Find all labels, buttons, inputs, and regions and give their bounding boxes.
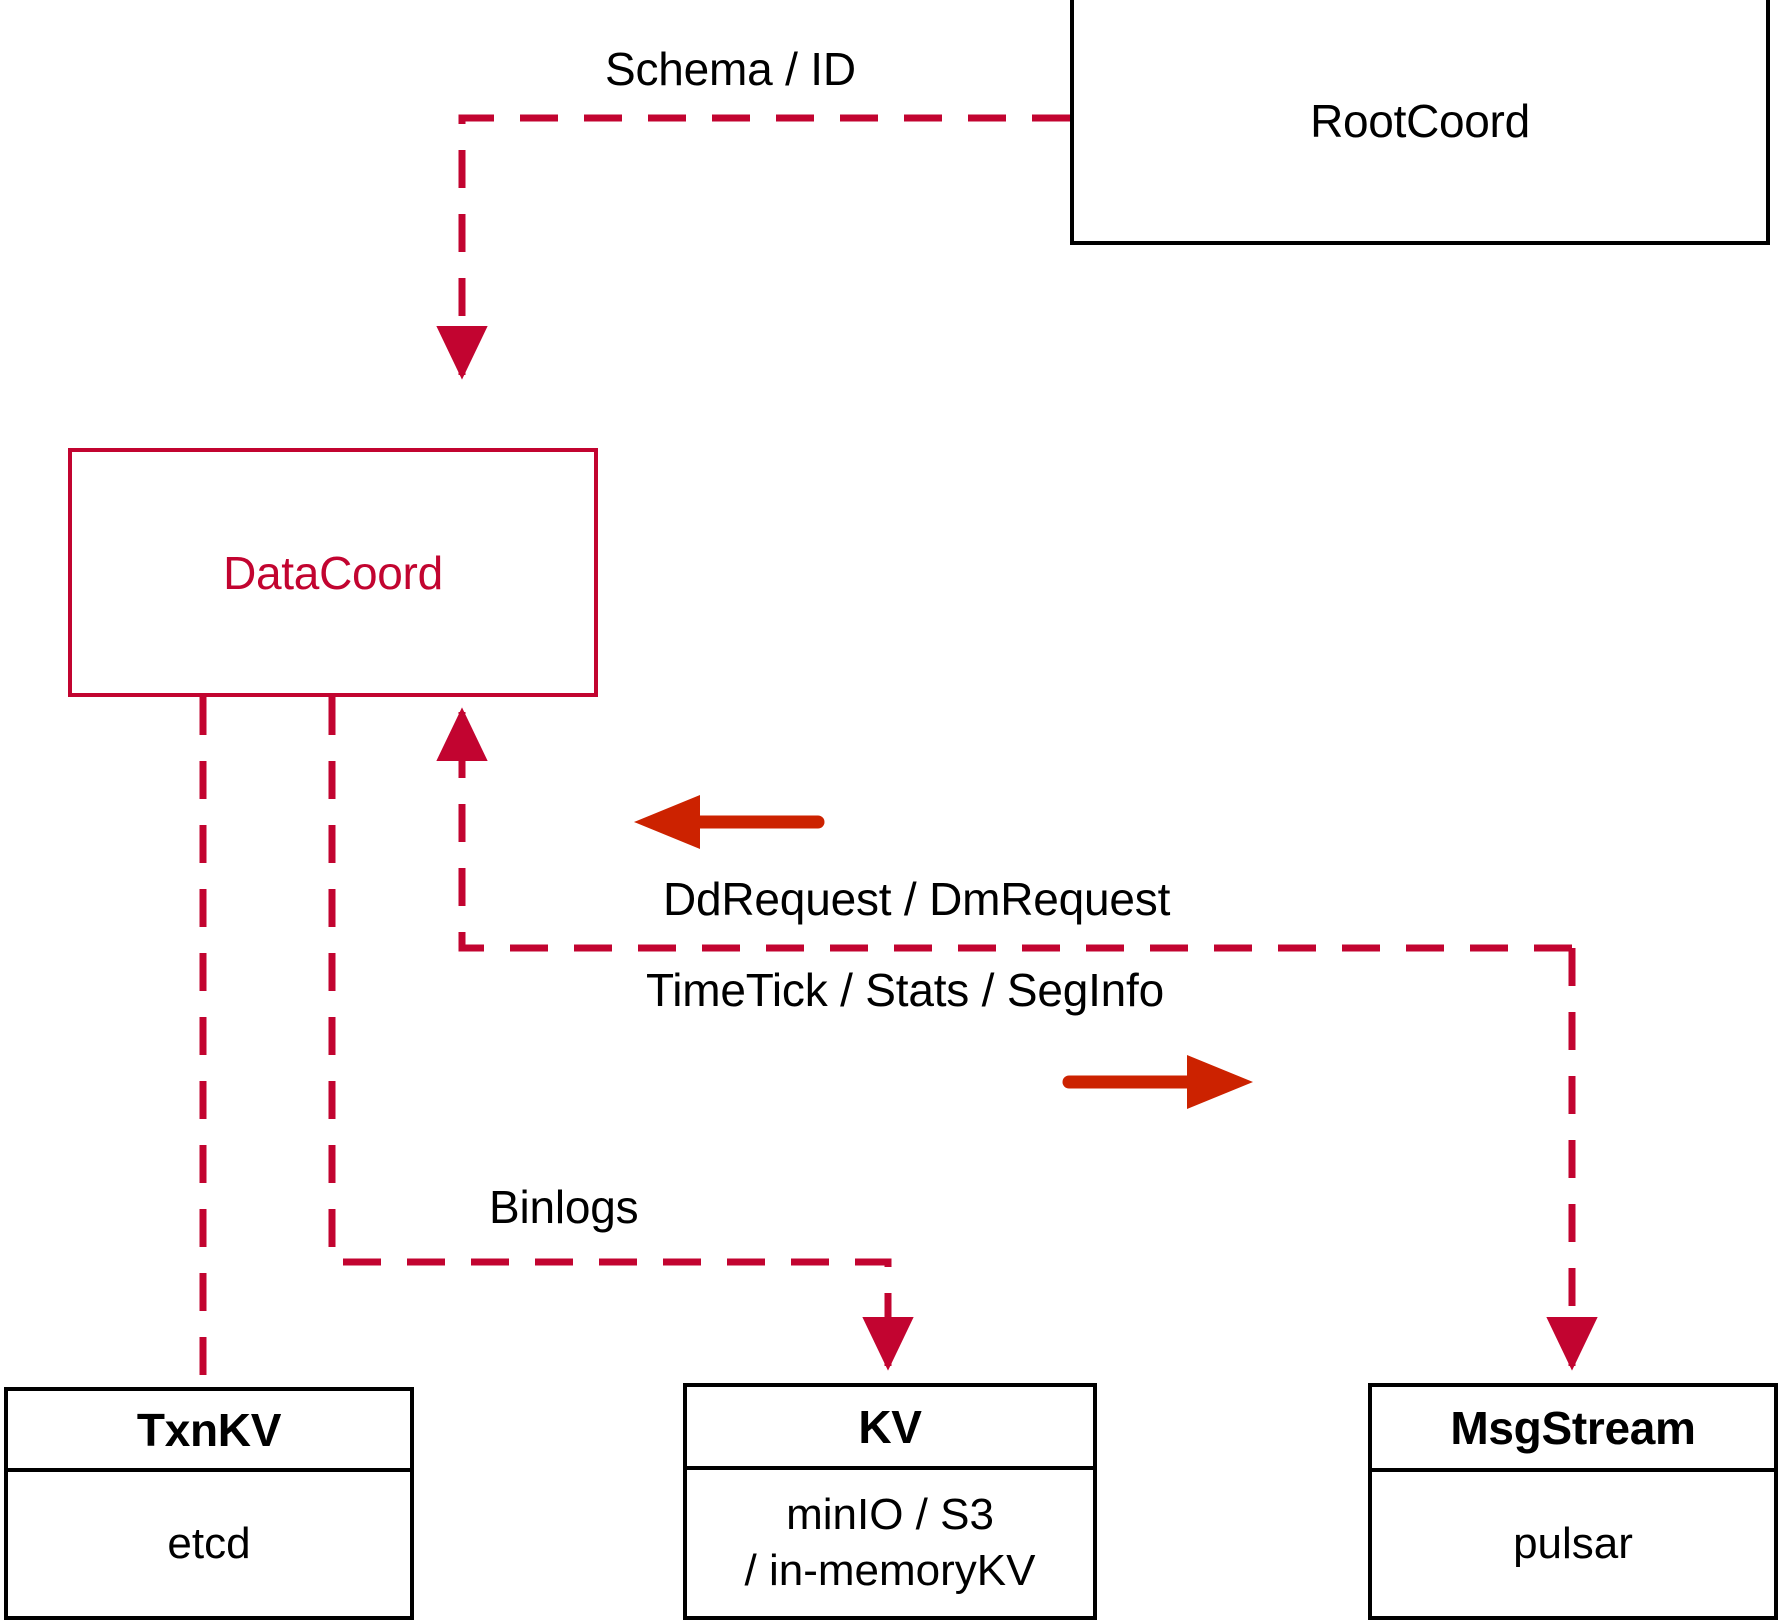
node-kv-divider [687, 1466, 1093, 1470]
node-msgstream-title: MsgStream [1450, 1401, 1696, 1454]
edge-label-binlogs: Binlogs [489, 1181, 639, 1233]
edge-rootcoord-to-datacoord [436, 114, 1070, 380]
node-kv[interactable]: KV minIO / S3 / in-memoryKV [683, 1383, 1097, 1620]
outbound-direction-arrow-icon [1062, 1055, 1253, 1109]
node-kv-subtitle-line2: / in-memoryKV [744, 1546, 1036, 1595]
node-msgstream-subtitle: pulsar [1513, 1518, 1633, 1568]
edge-datacoord-to-kv [328, 697, 914, 1371]
node-txnkv-title: TxnKV [136, 1403, 282, 1456]
node-rootcoord-label: RootCoord [1310, 94, 1530, 147]
node-rootcoord[interactable]: RootCoord [1070, 0, 1770, 245]
node-msgstream[interactable]: MsgStream pulsar [1368, 1383, 1778, 1620]
node-kv-subtitle-line1: minIO / S3 [786, 1489, 994, 1539]
node-txnkv-subtitle: etcd [167, 1518, 251, 1568]
node-msgstream-divider [1372, 1468, 1774, 1472]
node-txnkv-divider [8, 1468, 410, 1472]
node-datacoord-label: DataCoord [223, 546, 443, 599]
edge-label-timetick-stats-seginfo: TimeTick / Stats / SegInfo [646, 964, 1165, 1016]
node-datacoord[interactable]: DataCoord [68, 448, 598, 697]
edge-label-ddrequest-dmrequest: DdRequest / DmRequest [663, 873, 1171, 925]
node-kv-title: KV [858, 1400, 922, 1453]
node-txnkv[interactable]: TxnKV etcd [4, 1387, 414, 1620]
inbound-direction-arrow-icon [634, 795, 825, 849]
edge-msgstream-to-datacoord [436, 707, 1572, 952]
node-kv-subtitle: minIO / S3 / in-memoryKV [687, 1470, 1093, 1616]
edge-label-schema-id: Schema / ID [605, 43, 856, 95]
